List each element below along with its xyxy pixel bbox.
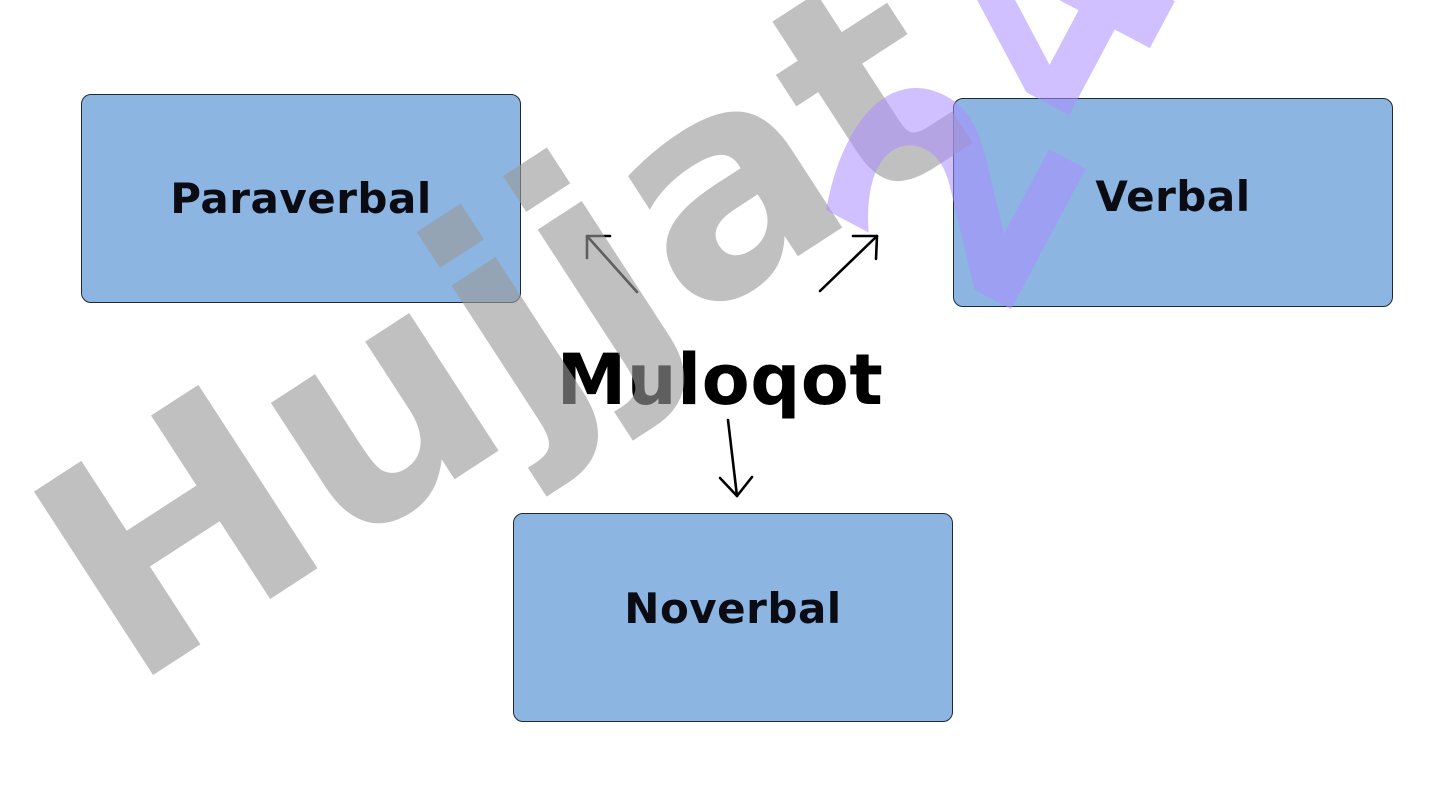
node-paraverbal: Paraverbal [81,94,521,303]
arrow-to-paraverbal [585,234,639,294]
arrow-to-noverbal [718,418,754,498]
node-verbal-label: Verbal [1095,172,1251,221]
center-label: Muloqot [556,339,884,421]
node-noverbal: Noverbal [513,513,953,722]
node-paraverbal-label: Paraverbal [170,174,432,223]
node-verbal: Verbal [953,98,1393,307]
arrow-to-verbal [818,234,879,293]
node-noverbal-label: Noverbal [624,584,842,633]
